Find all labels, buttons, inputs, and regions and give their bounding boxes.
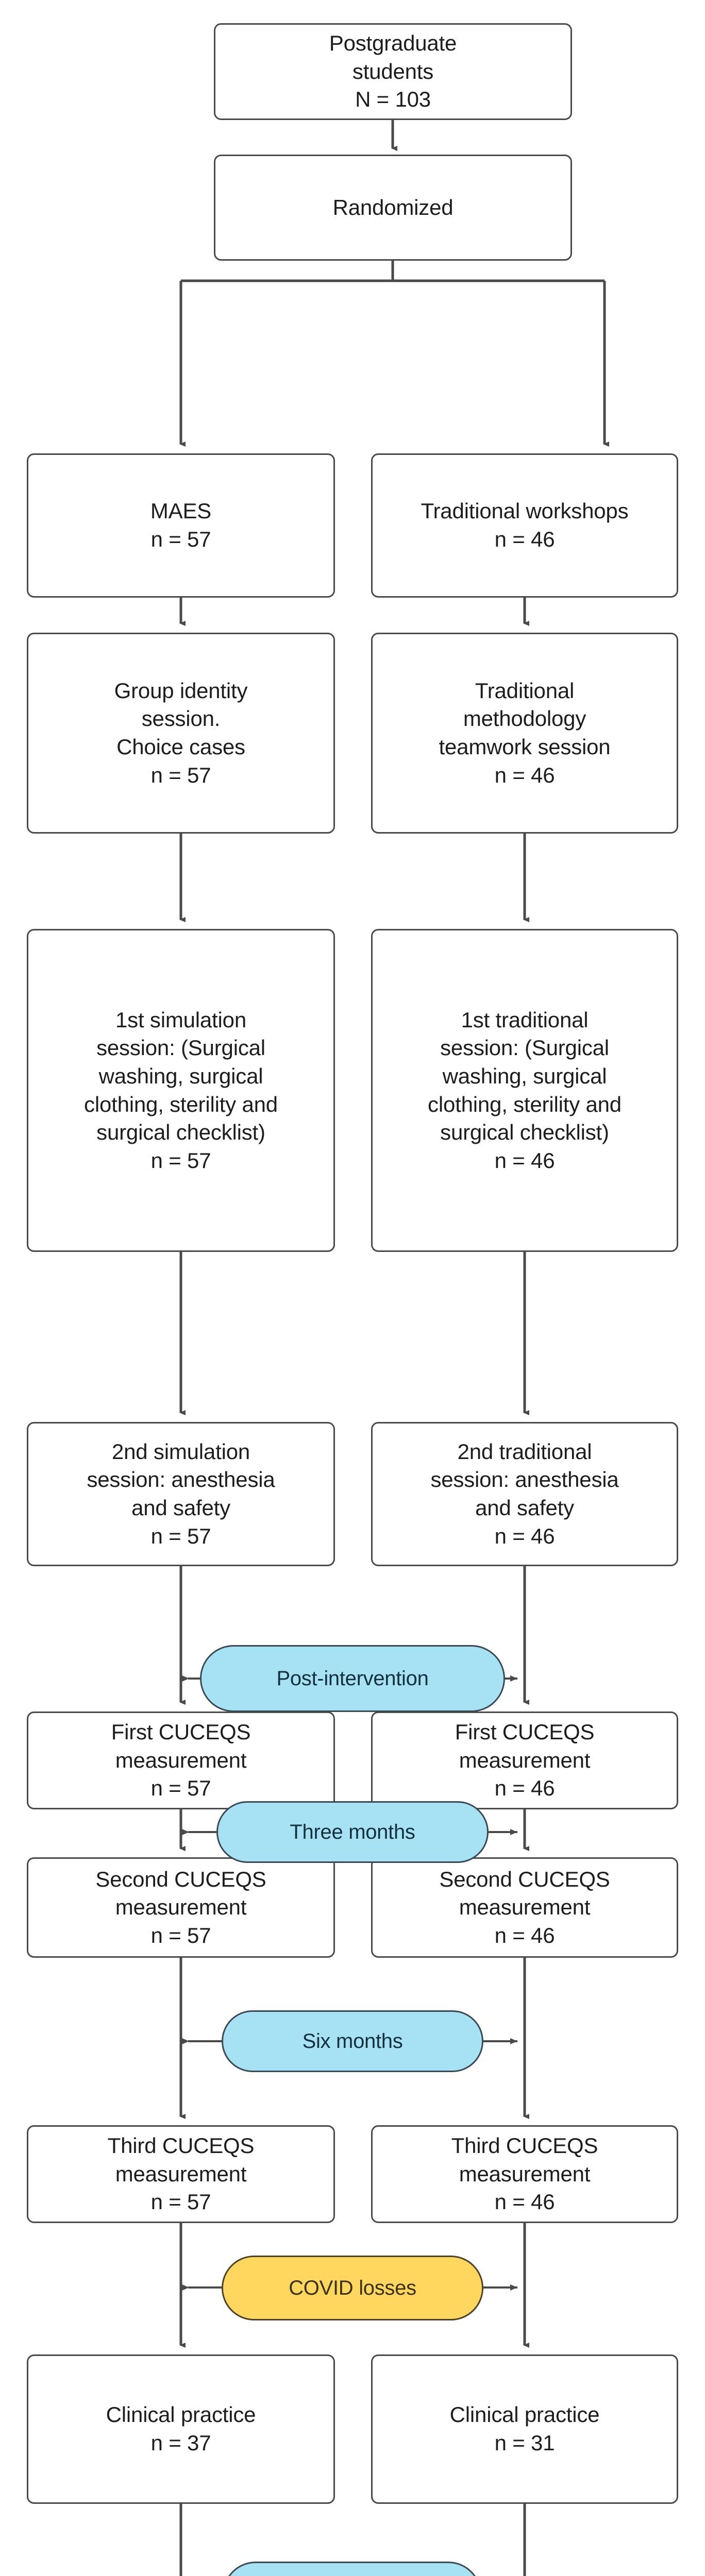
node-arm-left[interactable]: MAES n = 57	[27, 453, 335, 598]
timepoint-nine-months[interactable]: Nine months	[223, 2562, 481, 2576]
node-session0-left-label: Group identity session. Choice cases n =…	[114, 678, 248, 787]
node-session1-left[interactable]: 1st simulation session: (Surgical washin…	[27, 929, 335, 1252]
node-session1-right[interactable]: 1st traditional session: (Surgical washi…	[371, 929, 678, 1252]
node-arm-right[interactable]: Traditional workshops n = 46	[371, 453, 678, 598]
node-enrollment-label: Postgraduate students N = 103	[329, 31, 457, 112]
node-measure3-right[interactable]: Third CUCEQS measurement n = 46	[371, 2125, 678, 2223]
node-randomized-label: Randomized	[332, 195, 454, 219]
node-practice-left-label: Clinical practice n = 37	[106, 2402, 256, 2455]
timepoint-post-intervention[interactable]: Post-intervention	[200, 1645, 505, 1712]
node-session0-left[interactable]: Group identity session. Choice cases n =…	[27, 633, 335, 834]
node-arm-right-label: Traditional workshops n = 46	[421, 499, 629, 551]
timepoint-three-months-label: Three months	[290, 1820, 415, 1843]
node-measure3-right-label: Third CUCEQS measurement n = 46	[451, 2133, 598, 2214]
node-session2-left[interactable]: 2nd simulation session: anesthesia and s…	[27, 1422, 335, 1566]
node-measure2-left-label: Second CUCEQS measurement n = 57	[95, 1867, 266, 1947]
node-session0-right-label: Traditional methodology teamwork session…	[439, 678, 611, 787]
timepoint-six-months[interactable]: Six months	[222, 2010, 483, 2072]
node-practice-left[interactable]: Clinical practice n = 37	[27, 2354, 335, 2504]
node-measure3-left[interactable]: Third CUCEQS measurement n = 57	[27, 2125, 335, 2223]
node-practice-right[interactable]: Clinical practice n = 31	[371, 2354, 678, 2504]
node-practice-right-label: Clinical practice n = 31	[449, 2402, 600, 2455]
node-measure1-right-label: First CUCEQS measurement n = 46	[455, 1720, 595, 1801]
node-measure2-right-label: Second CUCEQS measurement n = 46	[439, 1867, 610, 1947]
node-measure1-left[interactable]: First CUCEQS measurement n = 57	[27, 1711, 335, 1809]
node-measure2-right[interactable]: Second CUCEQS measurement n = 46	[371, 1857, 678, 1958]
node-session2-right[interactable]: 2nd traditional session: anesthesia and …	[371, 1422, 678, 1566]
node-session0-right[interactable]: Traditional methodology teamwork session…	[371, 633, 678, 834]
timepoint-six-months-label: Six months	[302, 2029, 403, 2053]
node-measure2-left[interactable]: Second CUCEQS measurement n = 57	[27, 1857, 335, 1958]
timepoint-covid-losses[interactable]: COVID losses	[222, 2256, 483, 2320]
node-measure3-left-label: Third CUCEQS measurement n = 57	[107, 2133, 255, 2214]
timepoint-three-months[interactable]: Three months	[216, 1801, 489, 1863]
node-session1-right-label: 1st traditional session: (Surgical washi…	[428, 1007, 622, 1173]
node-arm-left-label: MAES n = 57	[150, 499, 212, 551]
node-measure1-left-label: First CUCEQS measurement n = 57	[111, 1720, 251, 1801]
node-enrollment[interactable]: Postgraduate students N = 103	[214, 23, 572, 120]
node-session2-left-label: 2nd simulation session: anesthesia and s…	[87, 1439, 275, 1548]
node-session2-right-label: 2nd traditional session: anesthesia and …	[430, 1439, 619, 1548]
node-randomized[interactable]: Randomized	[214, 155, 572, 261]
node-session1-left-label: 1st simulation session: (Surgical washin…	[84, 1007, 278, 1173]
node-measure1-right[interactable]: First CUCEQS measurement n = 46	[371, 1711, 678, 1809]
timepoint-post-intervention-label: Post-intervention	[276, 1667, 429, 1690]
timepoint-covid-losses-label: COVID losses	[289, 2276, 416, 2299]
